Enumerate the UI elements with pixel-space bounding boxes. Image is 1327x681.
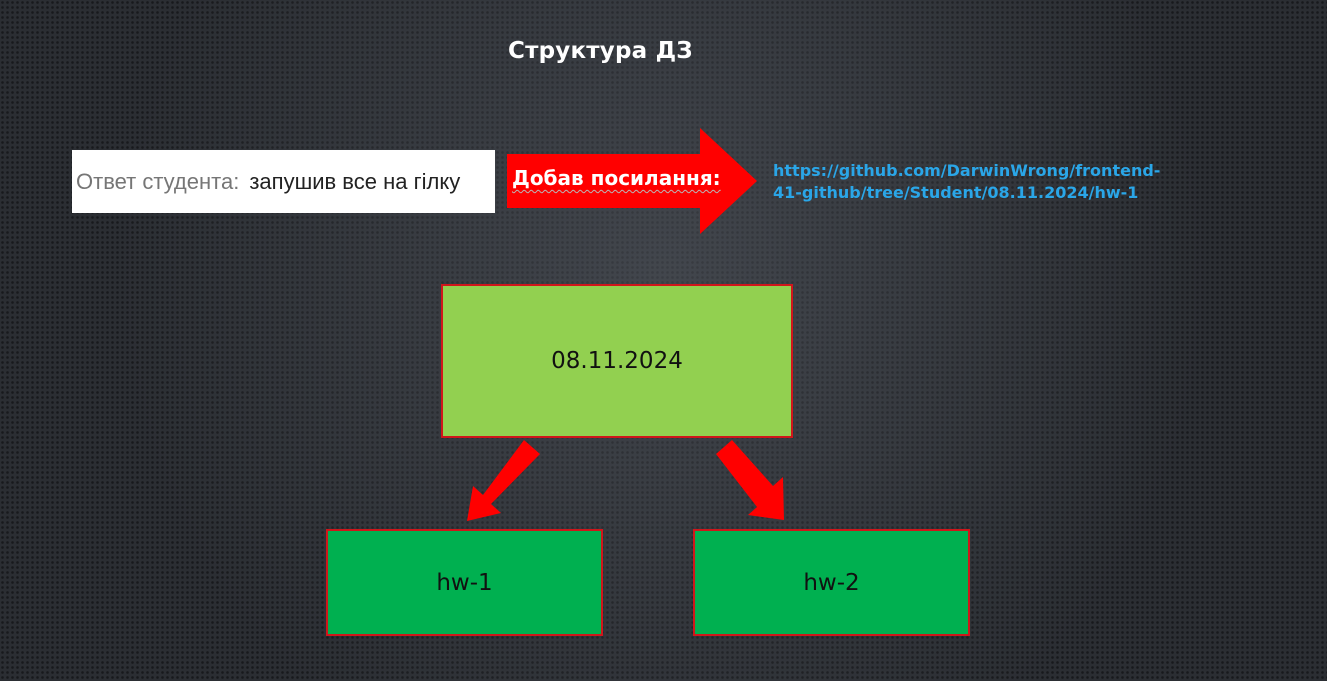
add-link-label: Добав посилання: <box>512 166 721 190</box>
right-arrow-icon <box>507 128 757 234</box>
folder-box-date: 08.11.2024 <box>441 284 793 438</box>
github-link-line-1[interactable]: https://github.com/DarwinWrong/frontend- <box>773 161 1161 180</box>
folder-box-date-label: 08.11.2024 <box>551 348 683 374</box>
student-answer-text: запушив все на гілку <box>249 168 461 194</box>
student-answer-box: Ответ студента: запушив все на гілку <box>72 150 495 213</box>
arrow-to-hw-1-icon <box>467 440 540 521</box>
github-link-line-2[interactable]: 41-github/tree/Student/08.11.2024/hw-1 <box>773 183 1139 202</box>
arrow-to-hw-2-icon <box>716 440 784 520</box>
slide-title: Структура ДЗ <box>508 38 693 64</box>
folder-box-hw-2: hw-2 <box>693 529 970 636</box>
folder-box-hw-1-label: hw-1 <box>436 569 493 596</box>
folder-box-hw-2-label: hw-2 <box>803 569 860 596</box>
student-answer-label: Ответ студента: <box>76 168 240 194</box>
folder-box-hw-1: hw-1 <box>326 529 603 636</box>
github-link[interactable]: https://github.com/DarwinWrong/frontend-… <box>773 160 1213 204</box>
